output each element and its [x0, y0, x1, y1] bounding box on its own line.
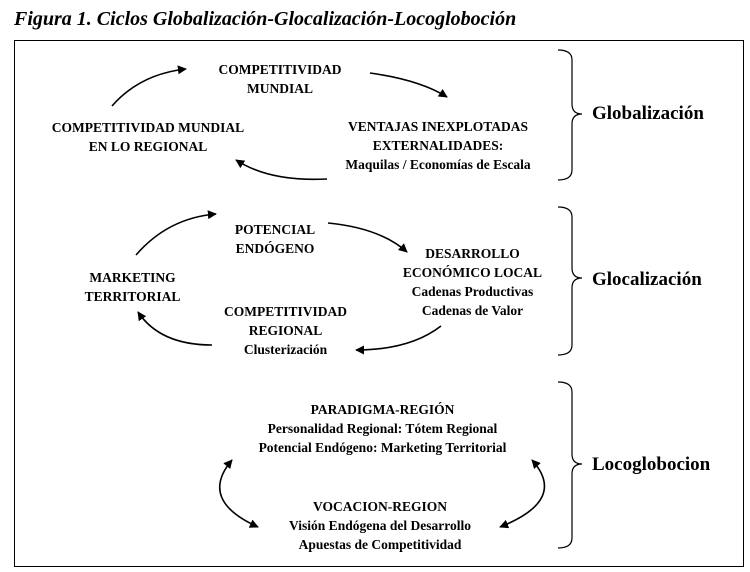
- brace-locoglobocion: [557, 381, 583, 549]
- arrow-gloc-bottom-to-left: [137, 311, 213, 346]
- node-marketing-territorial: MARKETING TERRITORIAL: [84, 270, 181, 304]
- node-ventajas-inexplotadas: VENTAJAS INEXPLOTADAS EXTERNALIDADES: Ma…: [345, 119, 531, 172]
- brace-globalizacion: [557, 49, 583, 181]
- figure-title: Figura 1. Ciclos Globalización-Glocaliza…: [14, 8, 517, 30]
- brace-glocalizacion: [557, 206, 583, 356]
- section-label-glocalizacion: Glocalización: [592, 269, 702, 290]
- arrow-loco-right: [499, 459, 546, 529]
- arrow-gloc-top-to-right: [327, 222, 408, 253]
- arrow-gloc-left-to-top: [135, 210, 217, 256]
- arrow-gloc-right-to-bottom: [355, 325, 442, 355]
- diagram-frame: [14, 40, 744, 567]
- node-potencial-endogeno: POTENCIAL ENDÓGENO: [234, 222, 316, 256]
- arrow-loco-left: [218, 459, 259, 528]
- node-vocacion-region: VOCACION-REGION Visión Endógena del Desa…: [289, 499, 471, 552]
- section-label-globalizacion: Globalización: [592, 103, 704, 124]
- node-competitividad-mundial-regional: COMPETITIVIDAD MUNDIAL EN LO REGIONAL: [51, 120, 245, 154]
- node-competitividad-regional: COMPETITIVIDAD REGIONAL Clusterización: [223, 304, 347, 357]
- node-competitividad-mundial: COMPETITIVIDAD MUNDIAL: [218, 62, 342, 96]
- section-label-locoglobocion: Locoglobocion: [592, 454, 711, 475]
- arrow-glob-left-to-top: [111, 65, 187, 107]
- arrow-glob-right-to-left: [235, 159, 328, 181]
- arrow-glob-top-to-right: [369, 72, 448, 98]
- node-paradigma-region: PARADIGMA-REGIÓN Personalidad Regional: …: [258, 402, 507, 455]
- node-desarrollo-economico-local: DESARROLLO ECONÓMICO LOCAL Cadenas Produ…: [402, 246, 543, 318]
